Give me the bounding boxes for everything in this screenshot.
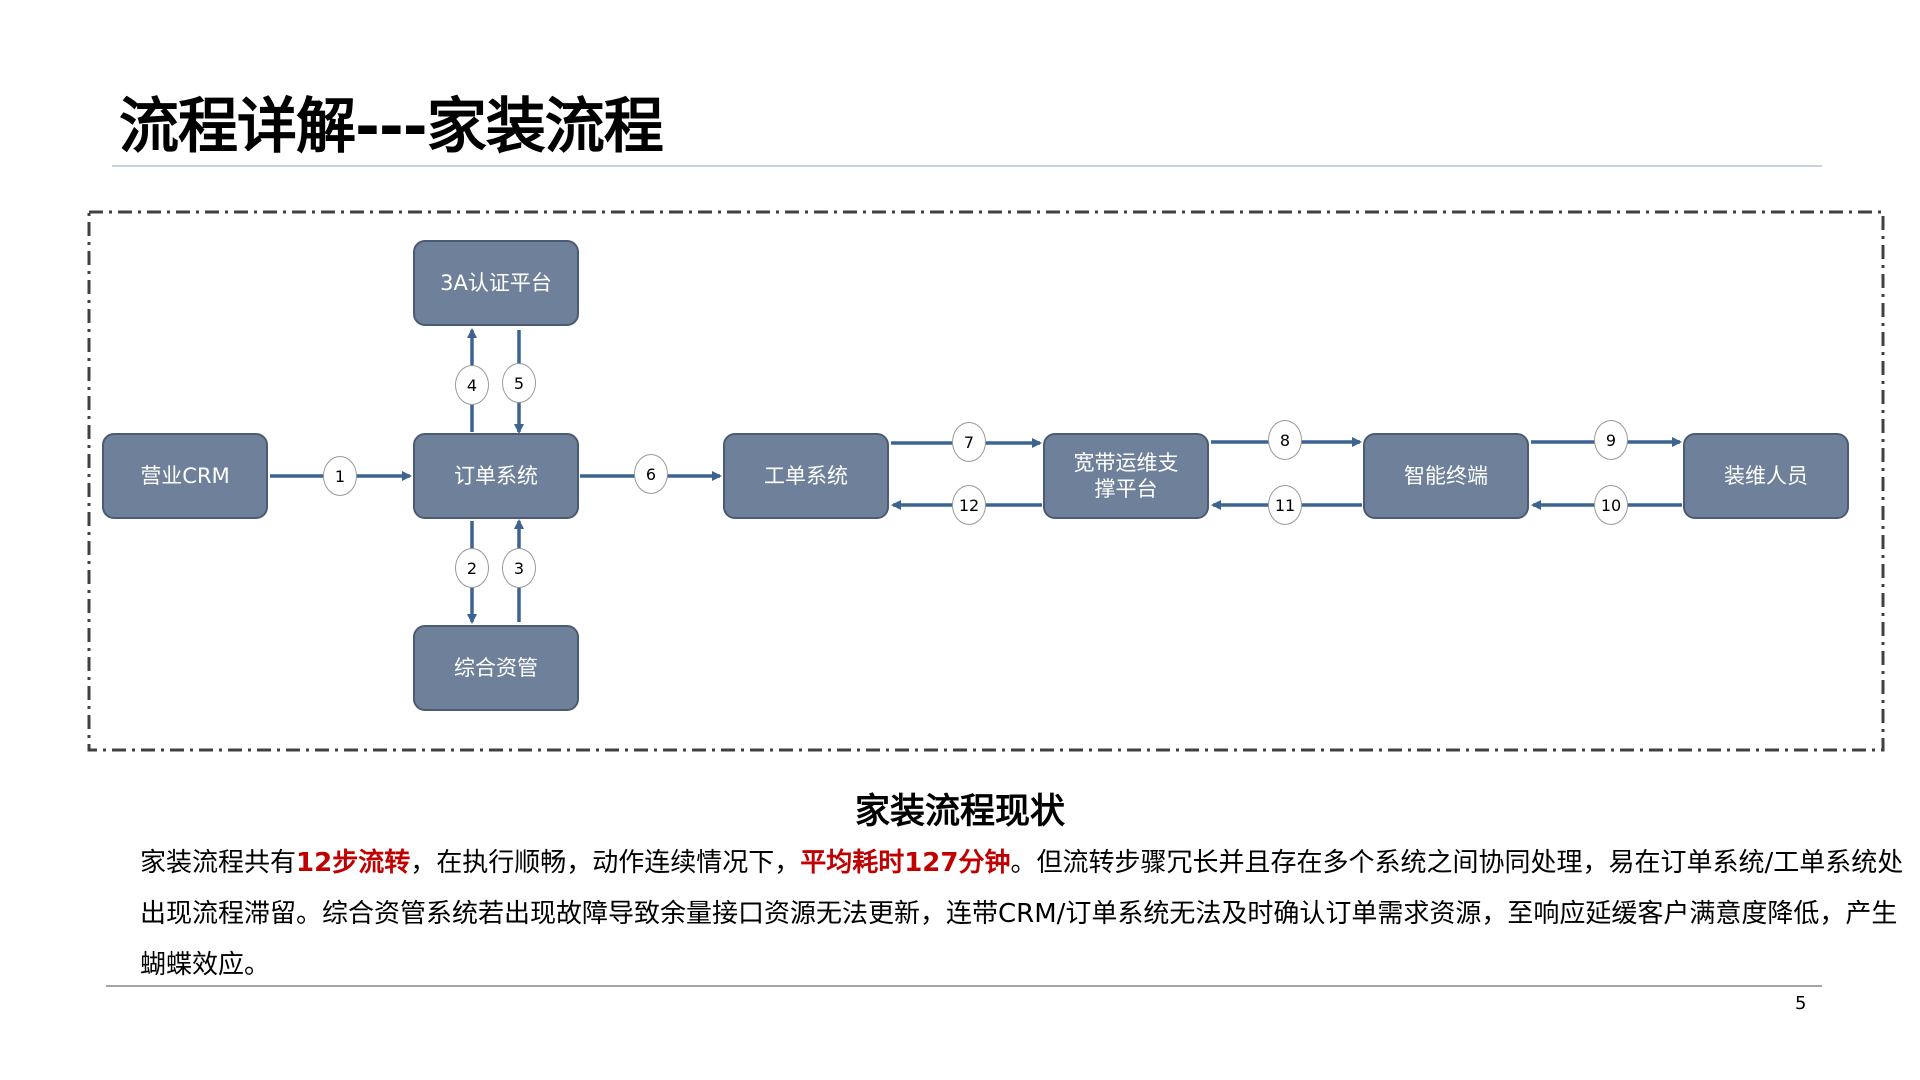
step-badge-5: 5 <box>502 363 536 403</box>
node-broadband-label-line2: 撑平台 <box>1094 477 1158 501</box>
node-crm-label: 营业CRM <box>140 463 230 488</box>
node-work-order-system-label: 工单系统 <box>764 463 848 488</box>
footer-divider <box>106 985 1822 987</box>
step-badge-2: 2 <box>455 548 489 588</box>
title-divider <box>112 165 1822 167</box>
status-heading: 家装流程现状 <box>854 792 1065 832</box>
step-badge-3: 3 <box>502 548 536 588</box>
node-installer-label: 装维人员 <box>1724 463 1808 488</box>
status-text-part3: 。但流转步骤冗长并且存在多个系统之间协同处理，易在订单系统/工单系统处出现流程滞… <box>140 848 1904 980</box>
node-installer: 装维人员 <box>1683 433 1849 519</box>
step-badge-8: 8 <box>1268 420 1302 460</box>
status-highlight-steps: 12步流转 <box>296 848 411 878</box>
step-badge-11: 11 <box>1268 485 1302 525</box>
node-smart-terminal: 智能终端 <box>1363 433 1529 519</box>
step-badge-9: 9 <box>1594 420 1628 460</box>
step-badge-1: 1 <box>323 456 357 496</box>
node-smart-terminal-label: 智能终端 <box>1404 463 1488 488</box>
page-title: 流程详解---家装流程 <box>119 92 664 162</box>
status-paragraph: 家装流程共有12步流转，在执行顺畅，动作连续情况下，平均耗时127分钟。但流转步… <box>140 838 1910 991</box>
node-work-order-system: 工单系统 <box>723 433 889 519</box>
node-broadband-platform: 宽带运维支 撑平台 <box>1043 433 1209 519</box>
node-broadband-label-line1: 宽带运维支 <box>1073 450 1179 475</box>
step-badge-12: 12 <box>952 485 986 525</box>
diagram-connectors <box>87 210 1885 752</box>
node-order-system-label: 订单系统 <box>454 463 538 488</box>
step-badge-10: 10 <box>1594 485 1628 525</box>
step-badge-7: 7 <box>952 422 986 462</box>
node-crm: 营业CRM <box>102 433 268 519</box>
node-3a-auth: 3A认证平台 <box>413 240 579 326</box>
diagram-frame <box>87 210 1885 752</box>
status-text-part1: 家装流程共有 <box>140 848 297 878</box>
status-highlight-duration: 平均耗时127分钟 <box>800 848 1011 878</box>
node-resource-management-label: 综合资管 <box>454 655 538 680</box>
step-badge-6: 6 <box>634 454 668 494</box>
process-diagram: 营业CRM 订单系统 3A认证平台 综合资管 工单系统 宽带运维支 撑平台 智能… <box>87 210 1885 752</box>
node-3a-auth-label: 3A认证平台 <box>440 270 552 295</box>
node-order-system: 订单系统 <box>413 433 579 519</box>
status-text-part2: ，在执行顺畅，动作连续情况下， <box>410 848 801 878</box>
page-number: 5 <box>1795 993 1807 1014</box>
node-resource-management: 综合资管 <box>413 625 579 711</box>
step-badge-4: 4 <box>455 365 489 405</box>
